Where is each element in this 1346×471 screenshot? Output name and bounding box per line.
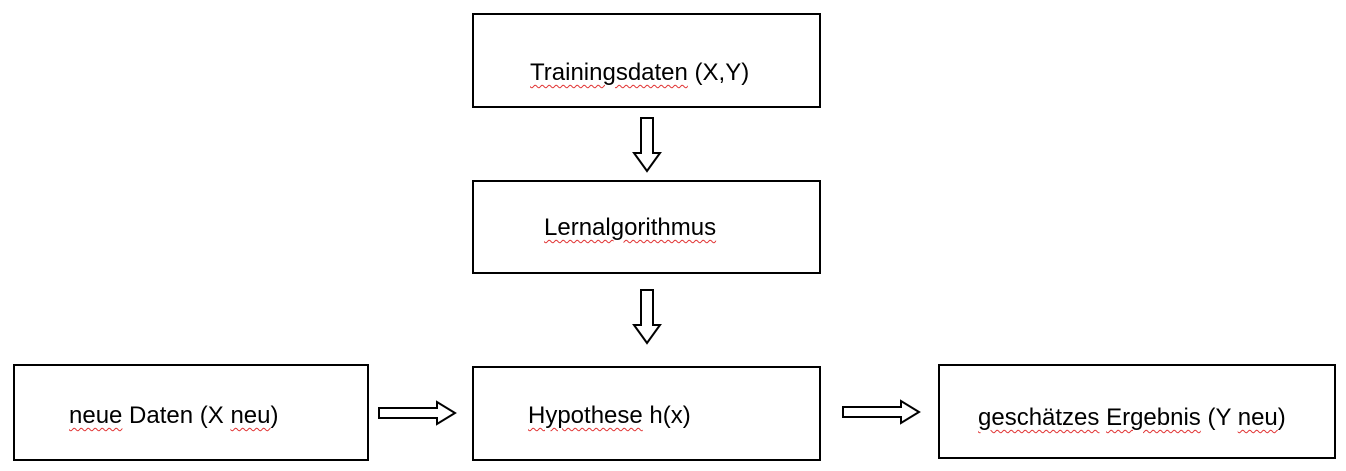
learning-algorithm-label: Lernalgorithmus [544,214,716,242]
new-data-word-neu: neu [230,402,271,429]
new-data-middle: Daten (X [122,402,231,429]
training-data-label: Trainingsdaten (X,Y) [530,59,749,87]
estimated-result-middle: (Y [1200,404,1238,431]
learning-algorithm-box: Lernalgorithmus [472,180,821,274]
right-arrow-icon [842,399,921,425]
learning-algorithm-word: Lernalgorithmus [544,214,717,241]
estimated-result-end: ) [1277,404,1286,431]
hypothesis-suffix: h(x) [642,402,691,429]
new-data-end: ) [270,402,279,429]
new-data-label: neue Daten (X neu) [69,402,278,430]
estimated-result-box: geschätzes Ergebnis (Y neu) [938,364,1336,459]
new-data-word-neue: neue [69,402,123,429]
training-data-suffix: (X,Y) [687,59,750,86]
estimated-result-word-geschaetzes: geschätzes [978,404,1100,431]
training-data-word: Trainingsdaten [530,59,688,86]
training-data-box: Trainingsdaten (X,Y) [472,13,821,108]
new-data-box: neue Daten (X neu) [13,364,369,461]
estimated-result-word-neu: neu [1237,404,1278,431]
down-arrow-icon [632,117,662,173]
hypothesis-word: Hypothese [528,402,643,429]
hypothesis-label: Hypothese h(x) [528,402,691,430]
estimated-result-label: geschätzes Ergebnis (Y neu) [978,404,1286,432]
right-arrow-icon [378,400,457,426]
down-arrow-icon [632,289,662,345]
estimated-result-word-ergebnis: Ergebnis [1106,404,1201,431]
hypothesis-box: Hypothese h(x) [472,366,821,461]
